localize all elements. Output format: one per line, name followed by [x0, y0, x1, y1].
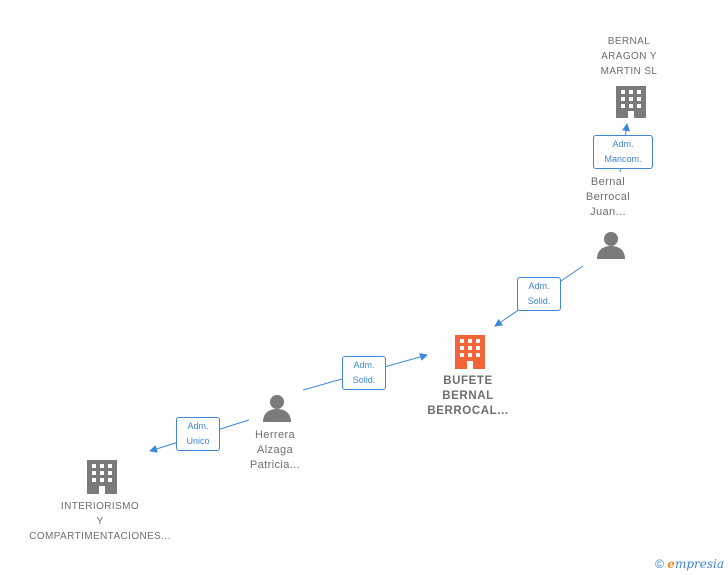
edge-label-adm-mancom: Adm. Mancom.: [593, 135, 653, 169]
company-label-bernal-aragon[interactable]: BERNAL ARAGON Y MARTIN SL: [600, 36, 658, 77]
edge-label-adm-solid-1: Adm. Solid.: [517, 277, 561, 311]
copyright-symbol: ©: [655, 557, 664, 571]
person-label-herrera[interactable]: Herrera Alzaga Patricia...: [249, 429, 301, 471]
company-label-interiorismo[interactable]: INTERIORISMO Y COMPARTIMENTACIONES...: [29, 501, 171, 542]
edge-label-adm-unico: Adm. Unico: [176, 417, 220, 451]
edge-label-adm-solid-2: Adm. Solid.: [342, 356, 386, 390]
company-label-bufete[interactable]: BUFETE BERNAL BERROCAL...: [427, 375, 509, 417]
brand-logo-text: mpresia: [674, 557, 724, 571]
person-label-bernal-berrocal[interactable]: Bernal Berrocal Juan...: [585, 176, 631, 218]
person-icon[interactable]: [263, 395, 291, 422]
brand-footer[interactable]: © empresia: [655, 557, 724, 571]
building-icon[interactable]: [616, 86, 646, 118]
building-icon[interactable]: [455, 335, 485, 369]
person-icon[interactable]: [597, 232, 625, 259]
building-icon[interactable]: [87, 460, 117, 494]
brand-logo-e: e: [667, 557, 675, 571]
